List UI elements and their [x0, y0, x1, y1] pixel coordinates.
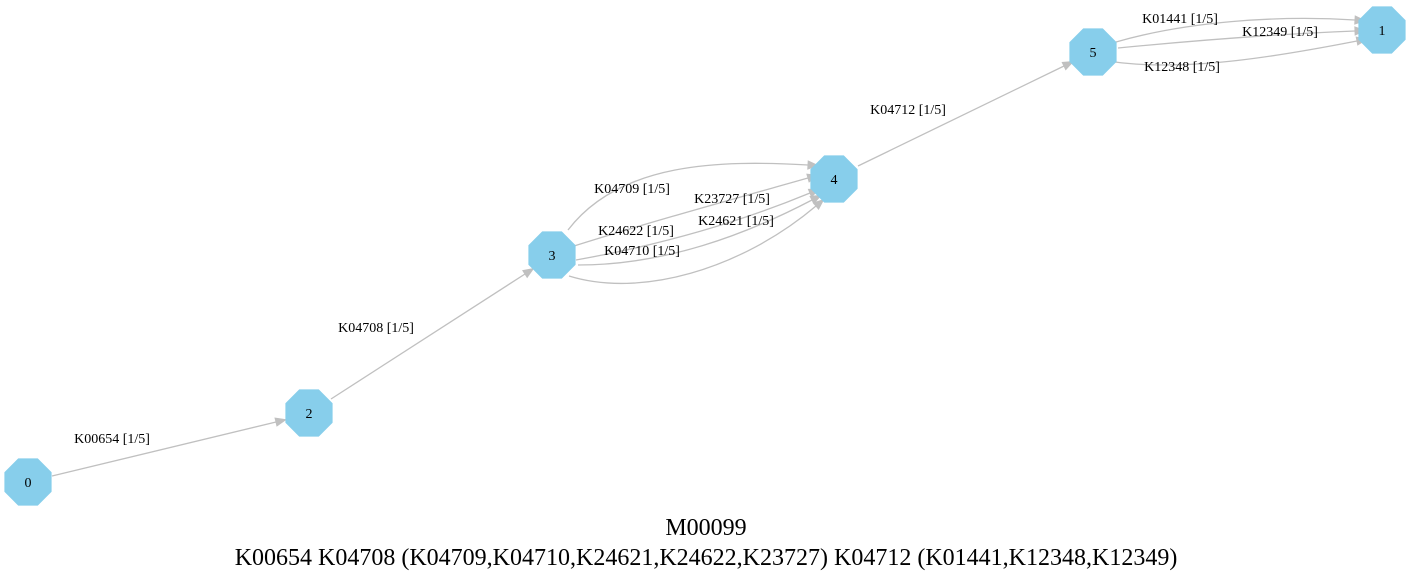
octagon-node-shape — [1069, 28, 1117, 76]
edge-4-5 — [857, 65, 1065, 167]
node-label: 1 — [1379, 24, 1386, 39]
edge-label: K00654 [1/5] — [74, 432, 150, 447]
arrowhead — [812, 198, 825, 210]
node-label: 3 — [549, 249, 556, 264]
edge-label: K04710 [1/5] — [604, 244, 680, 259]
module-title: M00099 — [665, 515, 747, 541]
edge-label: K24621 [1/5] — [698, 214, 774, 229]
octagon-node-shape — [4, 458, 52, 506]
edge-3-4 — [577, 199, 813, 266]
edge-0-2 — [51, 421, 277, 477]
node-label: 0 — [25, 476, 32, 491]
edges-layer — [51, 15, 1369, 477]
node-label: 5 — [1090, 46, 1097, 61]
edge-label: K04708 [1/5] — [338, 321, 414, 336]
node-2: 2 — [285, 389, 333, 437]
arrowhead — [522, 267, 535, 279]
arrowhead — [274, 417, 288, 427]
octagon-node-shape — [810, 155, 858, 203]
node-0: 0 — [4, 458, 52, 506]
arrowhead — [809, 194, 823, 205]
edge-label: K04712 [1/5] — [870, 103, 946, 118]
edge-label: K23727 [1/5] — [694, 192, 770, 207]
edge-5-1 — [1115, 17, 1356, 43]
edge-label: K01441 [1/5] — [1142, 12, 1218, 27]
edge-2-3 — [330, 273, 526, 400]
node-5: 5 — [1069, 28, 1117, 76]
edge-label: K12349 [1/5] — [1242, 25, 1318, 40]
node-label: 2 — [306, 407, 313, 422]
edge-labels-layer: K00654 [1/5] K04708 [1/5] K04709 [1/5] K237… — [74, 12, 1318, 447]
arrowhead — [1061, 61, 1075, 71]
octagon-node-shape — [1358, 6, 1406, 54]
edge-label: K04709 [1/5] — [594, 182, 670, 197]
module-definition: K00654 K04708 (K04709,K04710,K24621,K246… — [234, 545, 1178, 571]
edge-3-4 — [568, 205, 817, 285]
edge-label: K24622 [1/5] — [598, 224, 674, 239]
edge-label: K12348 [1/5] — [1144, 60, 1220, 75]
node-4: 4 — [810, 155, 858, 203]
octagon-node-shape — [528, 231, 576, 279]
node-1: 1 — [1358, 6, 1406, 54]
node-3: 3 — [528, 231, 576, 279]
edge-5-1 — [1117, 30, 1356, 49]
octagon-node-shape — [285, 389, 333, 437]
node-label: 4 — [831, 173, 838, 188]
nodes-layer: 0 2 3 4 5 1 — [4, 6, 1406, 506]
edge-3-4 — [573, 177, 809, 247]
edge-3-4 — [567, 162, 809, 231]
edge-5-1 — [1114, 40, 1358, 66]
edge-3-4 — [575, 192, 811, 261]
